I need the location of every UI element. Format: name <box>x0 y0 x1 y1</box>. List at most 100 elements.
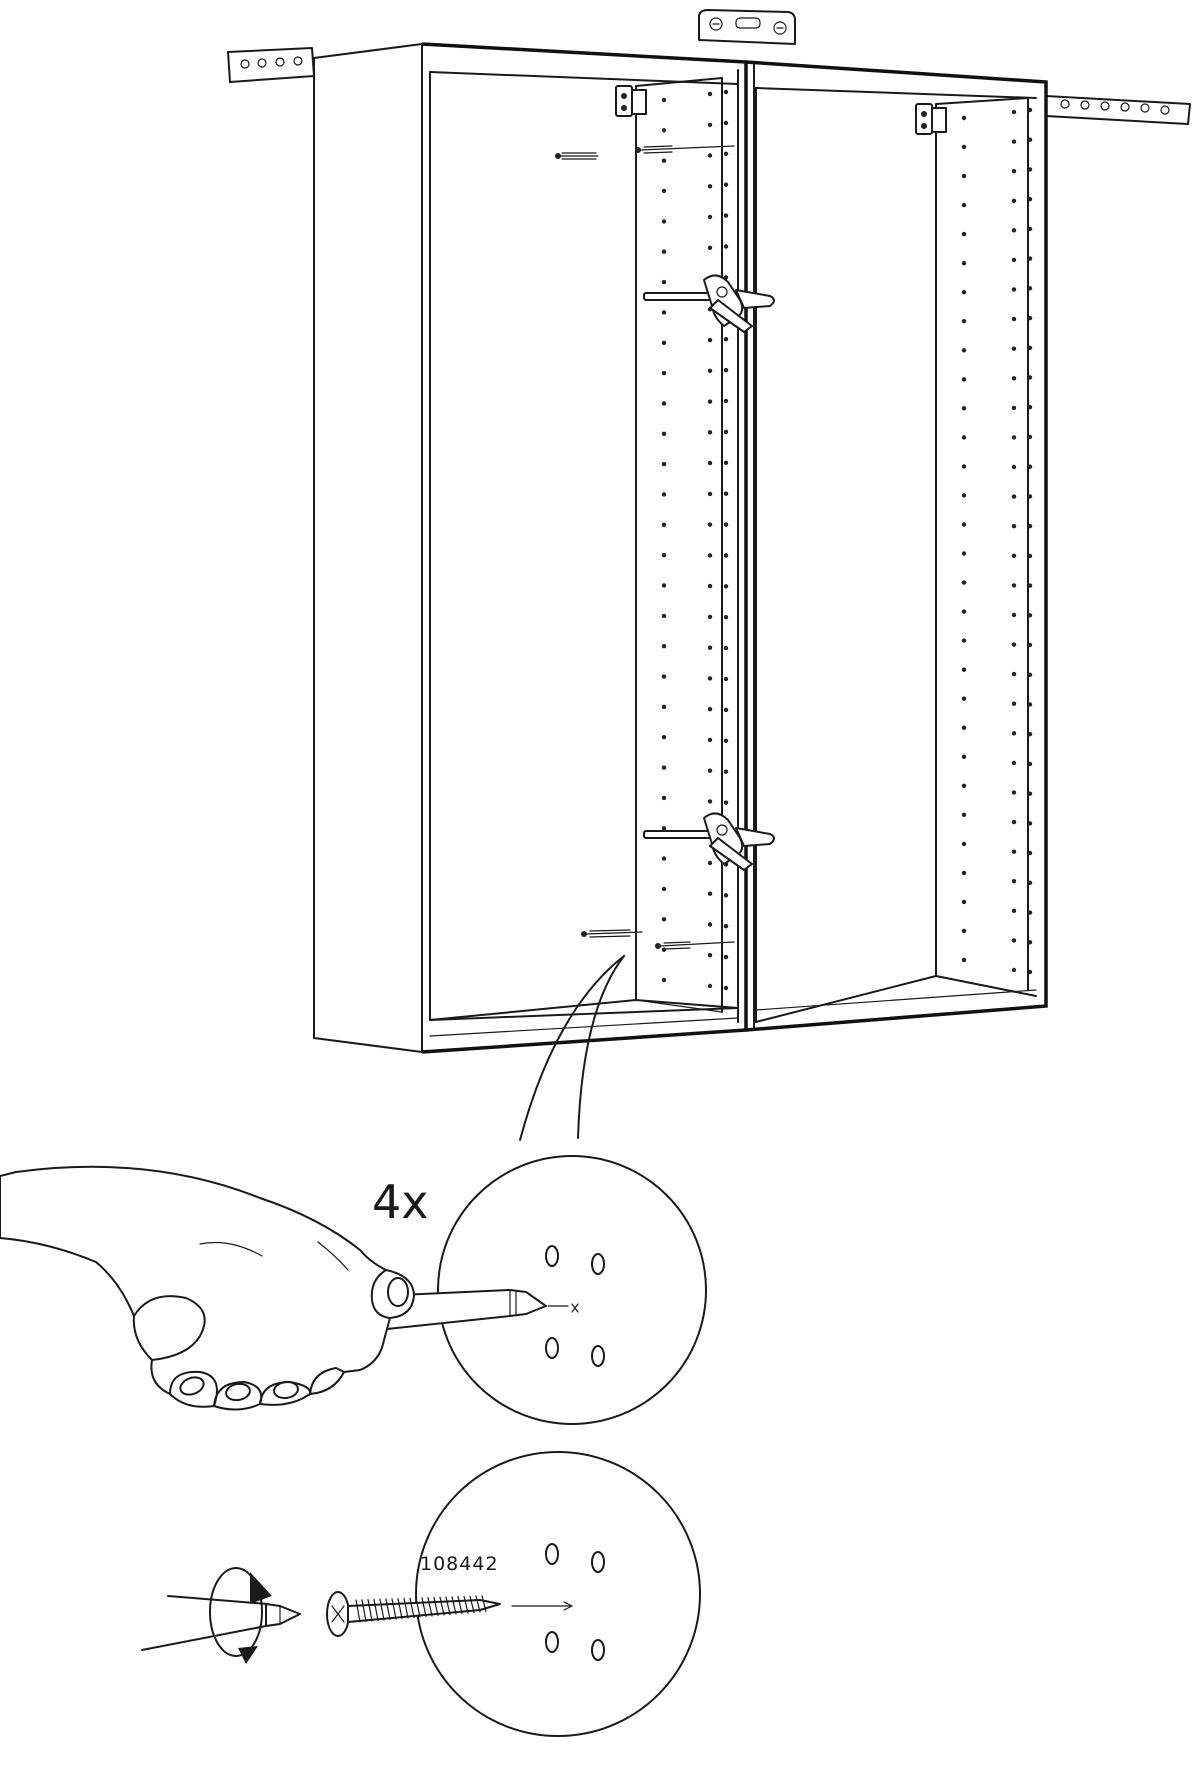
pin-hole <box>1011 790 1017 795</box>
pin-hole <box>661 977 667 983</box>
pin-hole <box>1027 434 1033 440</box>
pin-hole <box>961 144 967 150</box>
pin-hole <box>661 158 667 163</box>
pin-hole <box>1027 613 1033 618</box>
pin-hole <box>707 184 713 189</box>
pin-hole <box>723 89 729 95</box>
pin-hole <box>661 249 667 254</box>
pin-hole <box>1011 139 1017 144</box>
pin-hole <box>1027 880 1033 885</box>
pin-hole <box>1011 731 1017 736</box>
pin-hole <box>723 769 729 774</box>
pin-hole <box>661 370 667 376</box>
pin-hole <box>1011 701 1017 706</box>
pin-hole <box>707 860 713 866</box>
pin-hole <box>961 957 967 963</box>
thread-line <box>433 1596 439 1617</box>
pin-hole <box>1011 109 1017 115</box>
pin-hole <box>661 310 667 315</box>
thread-line <box>391 1598 397 1620</box>
pin-hole <box>961 522 967 527</box>
pin-hole <box>1011 642 1017 647</box>
pin-hole <box>707 983 713 989</box>
pin-hole <box>1027 702 1033 707</box>
pin-hole <box>661 735 667 740</box>
pin-hole <box>661 279 667 285</box>
pin-hole <box>723 398 729 404</box>
pin-hole <box>661 431 667 436</box>
wood-screw-icon <box>326 1591 501 1637</box>
pin-hole <box>961 696 967 701</box>
pin-hole <box>661 340 667 345</box>
pin-hole <box>1027 850 1033 856</box>
pin-hole <box>1011 435 1017 440</box>
pin-hole <box>1027 375 1033 380</box>
pin-hole <box>1011 346 1017 351</box>
pin-hole <box>1011 257 1017 263</box>
rotation-direction-icon <box>209 1567 272 1664</box>
pin-hole <box>1011 967 1017 973</box>
part-number-label: 108442 <box>420 1553 499 1575</box>
spirit-level-icon <box>698 9 796 45</box>
pin-hole <box>961 899 967 905</box>
pin-hole <box>961 173 967 179</box>
pin-hole <box>707 491 713 497</box>
pin-hole <box>1027 256 1033 261</box>
pin-hole <box>1027 494 1033 499</box>
shelf-pin-holes <box>661 89 1033 991</box>
pin-hole <box>707 368 713 373</box>
pin-hole <box>1011 760 1017 766</box>
pin-hole <box>661 613 667 619</box>
pin-hole <box>1027 405 1033 410</box>
pin-hole <box>661 765 667 770</box>
pin-hole <box>661 97 667 103</box>
pin-hole <box>1027 464 1033 469</box>
pin-hole <box>661 128 667 133</box>
pin-hole <box>1027 137 1033 142</box>
thread-line <box>409 1597 415 1619</box>
pin-hole <box>661 917 667 922</box>
pin-hole <box>961 261 967 266</box>
pin-hole <box>723 707 729 713</box>
pin-hole <box>723 522 729 527</box>
pin-hole <box>1027 197 1033 202</box>
pin-hole <box>723 151 729 156</box>
pin-hole <box>707 891 713 896</box>
clamp-upper-icon <box>643 274 775 333</box>
pin-hole <box>961 348 967 353</box>
pin-hole <box>723 954 729 960</box>
thread-line <box>463 1595 469 1614</box>
thread-line <box>373 1598 379 1622</box>
connecting-screws-lower <box>581 929 735 950</box>
pin-hole <box>961 319 967 324</box>
pin-hole <box>707 122 713 128</box>
pin-hole <box>707 430 713 435</box>
pin-hole <box>723 367 729 373</box>
pin-hole <box>961 115 967 121</box>
pin-hole <box>1027 732 1033 737</box>
pin-hole <box>707 553 713 558</box>
pin-hole <box>661 401 667 406</box>
pin-hole <box>707 91 713 97</box>
pin-hole <box>723 893 729 898</box>
pin-hole <box>1027 286 1033 291</box>
pin-hole <box>723 213 729 218</box>
thread-line <box>415 1597 421 1618</box>
thread-line <box>361 1599 367 1623</box>
pin-hole <box>723 645 729 651</box>
pin-hole <box>707 245 713 250</box>
pin-hole <box>707 399 713 404</box>
hand-with-awl-icon <box>0 1165 547 1411</box>
detail-callout-pointer <box>519 955 625 1141</box>
pin-hole <box>707 614 713 620</box>
suspension-fitting-right <box>915 103 947 135</box>
pin-hole <box>661 553 667 558</box>
thread-line <box>469 1595 475 1614</box>
pin-hole <box>723 460 729 465</box>
pin-hole <box>723 738 729 743</box>
pin-hole <box>961 580 967 585</box>
pin-hole <box>961 551 967 556</box>
pin-hole <box>707 953 713 958</box>
pin-hole <box>723 553 729 558</box>
